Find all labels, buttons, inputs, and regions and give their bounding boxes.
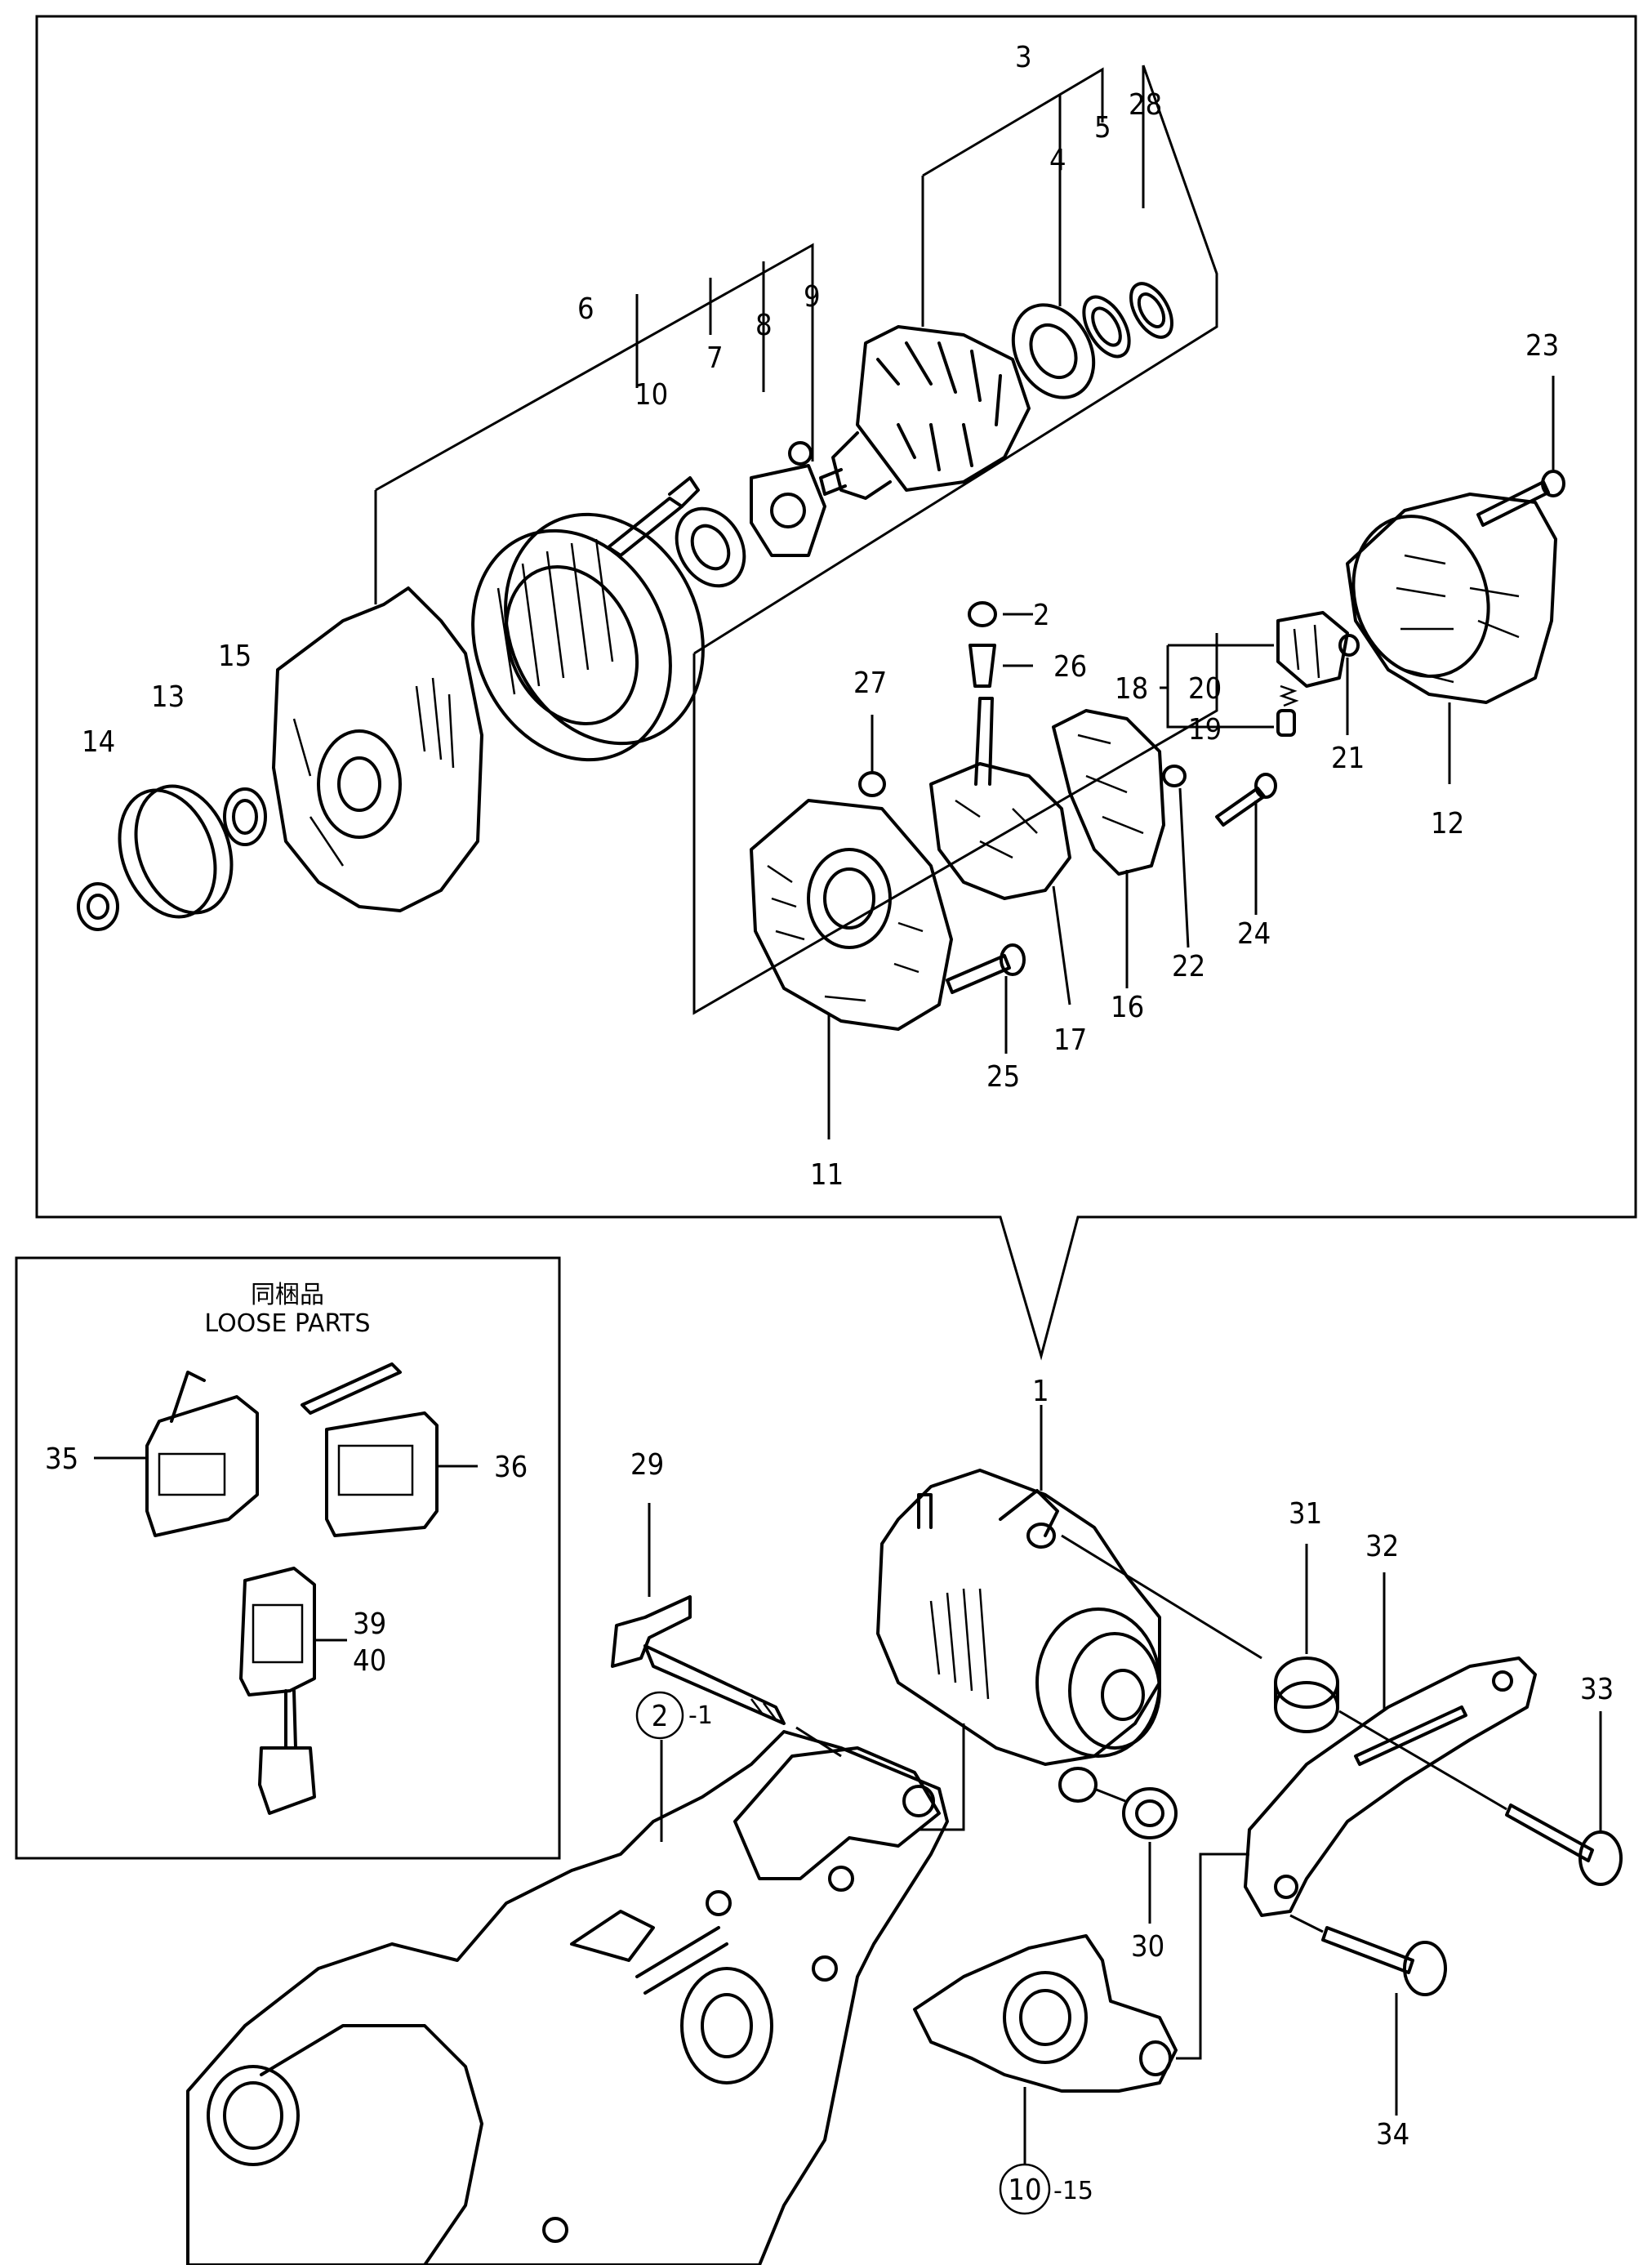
reference-circle-gear-case: [635, 1691, 684, 1740]
reference-bracket-suffix: -15: [1053, 2177, 1093, 2205]
mounting-hardware: [611, 1503, 1623, 2116]
callout-13: 13: [151, 680, 185, 714]
callout-3: 3: [1015, 41, 1032, 74]
loose-parts-title-jp: 同梱品: [251, 1281, 324, 1309]
callout-labels: 3 4 5 28 6 10 7 8 9 23 2 26 27 18 20 19 …: [45, 41, 1614, 2215]
callout-21: 21: [1331, 742, 1365, 775]
callout-16: 16: [1111, 991, 1144, 1024]
rotor-assembly: [693, 65, 1218, 655]
callout-17: 17: [1053, 1023, 1087, 1057]
callout-31: 31: [1289, 1497, 1322, 1531]
callout-32: 32: [1365, 1530, 1399, 1563]
callout-25: 25: [986, 1060, 1020, 1094]
belt-tensioner-bracket: [913, 1934, 1202, 2165]
callout-6: 6: [577, 292, 594, 326]
callout-1: 1: [1032, 1375, 1049, 1408]
callout-7: 7: [706, 341, 724, 375]
callout-35: 35: [45, 1442, 78, 1476]
callout-28: 28: [1129, 88, 1162, 122]
front-housing: [77, 586, 483, 931]
exploded-view-frame: [35, 15, 1637, 1361]
alternator-assembly: [876, 1405, 1262, 1831]
callout-15: 15: [218, 640, 252, 673]
gear-case: [186, 1730, 949, 2265]
callout-18: 18: [1115, 672, 1148, 706]
loose-parts-frame: [15, 1256, 561, 1860]
callout-34: 34: [1376, 2118, 1409, 2151]
callout-23: 23: [1525, 329, 1559, 363]
callout-40: 40: [353, 1644, 386, 1678]
callout-12: 12: [1431, 807, 1464, 840]
loose-parts-group: [94, 1362, 478, 1815]
callout-24: 24: [1237, 917, 1271, 951]
callout-4: 4: [1049, 144, 1066, 177]
callout-20: 20: [1188, 672, 1222, 706]
callout-26: 26: [1053, 650, 1087, 684]
rear-end-assembly: [692, 601, 1277, 1139]
reference-circle-bracket: [999, 2163, 1051, 2215]
callout-22: 22: [1172, 950, 1205, 983]
stator-assembly: [374, 243, 826, 762]
reference-gear-case-suffix: -1: [688, 1701, 713, 1730]
callout-27: 27: [853, 667, 887, 700]
callout-29: 29: [630, 1448, 664, 1482]
callout-36: 36: [494, 1451, 528, 1484]
callout-19: 19: [1188, 713, 1222, 747]
callout-10: 10: [635, 378, 668, 412]
reference-bracket-number: 10: [1008, 2174, 1041, 2207]
callout-8: 8: [755, 309, 773, 342]
loose-parts-title-en: LOOSE PARTS: [204, 1309, 370, 1338]
callout-2: 2: [1033, 599, 1050, 632]
callout-30: 30: [1131, 1930, 1164, 1964]
callout-9: 9: [804, 280, 821, 314]
callout-39: 39: [353, 1607, 386, 1641]
callout-5: 5: [1094, 111, 1111, 145]
callout-33: 33: [1580, 1673, 1614, 1706]
callout-14: 14: [82, 725, 115, 759]
reference-gear-case-number: 2: [652, 1700, 669, 1733]
callout-11: 11: [810, 1158, 844, 1192]
rear-cover-assembly: [1160, 376, 1565, 784]
